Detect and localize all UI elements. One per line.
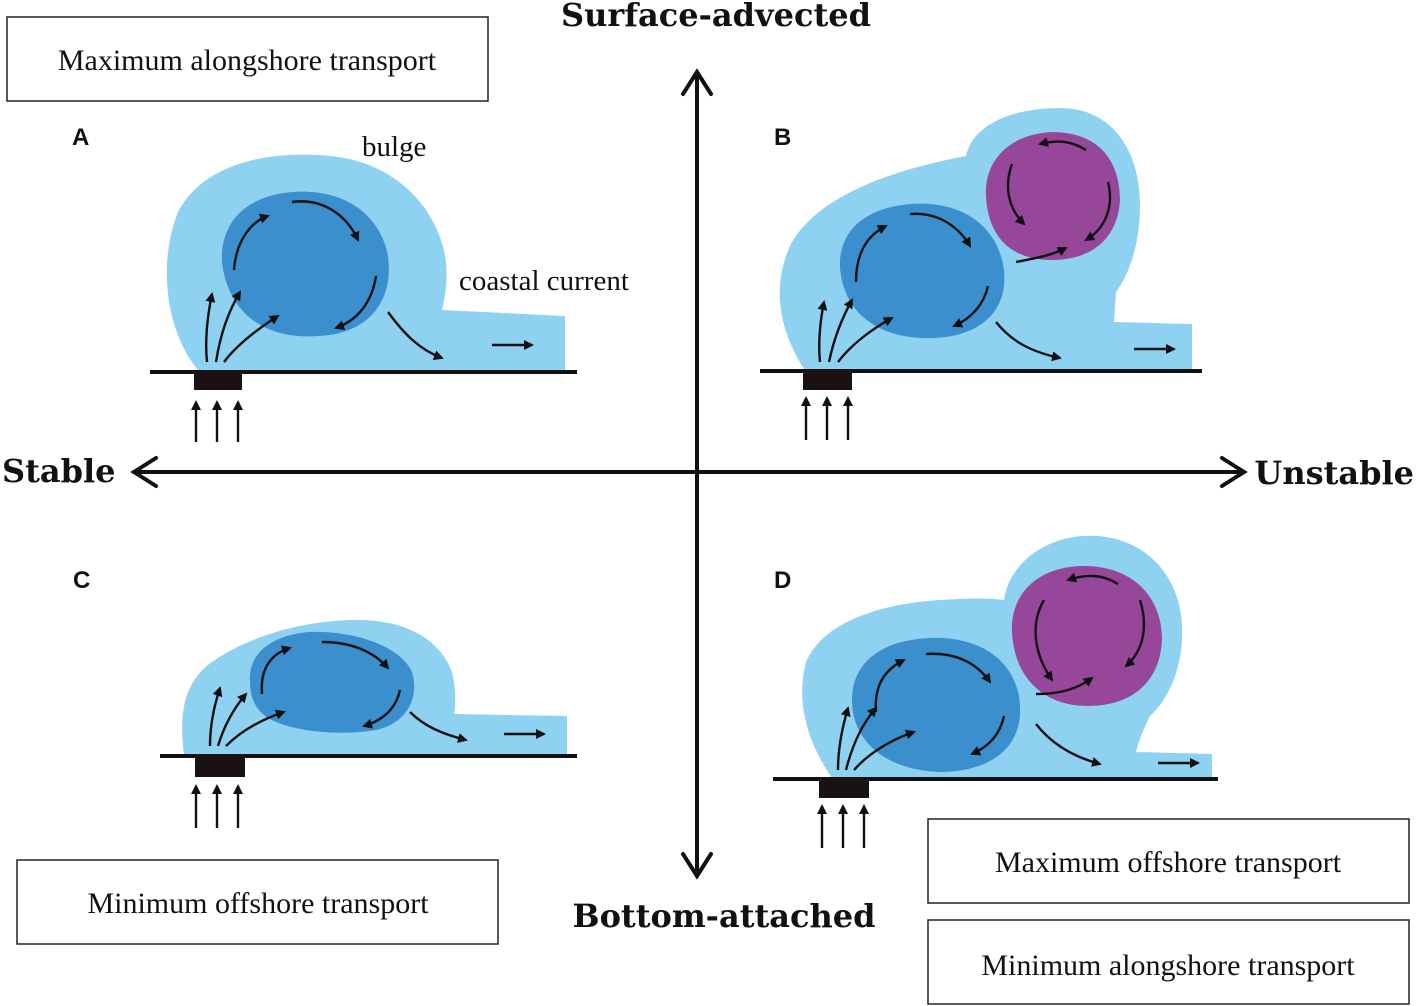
axis-arrowhead-right [1220, 456, 1248, 488]
outflow-arrow-a [387, 311, 444, 360]
box-min-alongshore-text: Minimum alongshore transport [981, 949, 1355, 982]
inflow-arrows-d [817, 804, 869, 848]
bulge-a [221, 191, 389, 337]
axis-label-bottom: Bottom-attached [573, 897, 876, 935]
bulge-circulation-c [260, 640, 402, 729]
outflow-arrow-b [995, 321, 1062, 362]
panel-letter-c: C [73, 567, 90, 594]
axis-arrowhead-down [681, 852, 713, 880]
box-max-alongshore-text: Maximum alongshore transport [58, 44, 437, 77]
axis-label-left: Stable [2, 452, 116, 490]
inflow-arrows-c [191, 784, 243, 828]
panel-d: D [773, 535, 1218, 848]
river-mouth-a [194, 370, 242, 390]
box-max-offshore: Maximum offshore transport [927, 818, 1410, 904]
coastal-current-label: coastal current [459, 265, 629, 297]
panel-letter-a: A [72, 124, 89, 151]
panel-letter-d: D [774, 567, 791, 594]
axis-arrowhead-up [681, 68, 713, 96]
panel-c: C [73, 567, 577, 828]
bulge-d [852, 637, 1021, 772]
box-min-alongshore: Minimum alongshore transport [927, 919, 1410, 1005]
river-mouth-d [819, 777, 869, 798]
river-mouth-c [195, 754, 245, 777]
axis-label-right: Unstable [1254, 454, 1414, 492]
fan-arrows-c [208, 686, 286, 747]
box-max-offshore-text: Maximum offshore transport [995, 846, 1342, 879]
bulge-c [249, 631, 415, 733]
bulge-label: bulge [362, 131, 426, 163]
fan-arrows-b [817, 298, 894, 363]
eddy-circulation-d [1034, 572, 1146, 696]
panel-b: B [760, 108, 1202, 440]
panel-a: A bulge coastal current [72, 124, 629, 442]
outflow-arrow-d [1035, 723, 1102, 767]
axis-label-top: Surface-advected [561, 0, 871, 34]
regime-axes [130, 68, 1248, 880]
river-mouth-b [803, 369, 852, 390]
eddy-circulation-b [1006, 137, 1112, 264]
inflow-arrows-b [801, 396, 853, 440]
fan-arrows-a [205, 290, 280, 363]
bulge-circulation-d [874, 652, 1006, 756]
box-max-alongshore: Maximum alongshore transport [6, 16, 489, 102]
box-min-offshore: Minimum offshore transport [16, 859, 499, 945]
bulge-b [839, 203, 1005, 339]
eddy-b [985, 132, 1120, 260]
fan-arrows-d [836, 706, 916, 771]
axis-arrowhead-left [130, 456, 158, 488]
bulge-circulation-b [854, 212, 990, 328]
bulge-circulation-a [232, 200, 378, 330]
eddy-d [1011, 566, 1162, 706]
inflow-arrows-a [191, 400, 243, 442]
outflow-arrow-c [409, 711, 468, 743]
box-min-offshore-text: Minimum offshore transport [87, 887, 429, 920]
panel-letter-b: B [774, 124, 791, 151]
